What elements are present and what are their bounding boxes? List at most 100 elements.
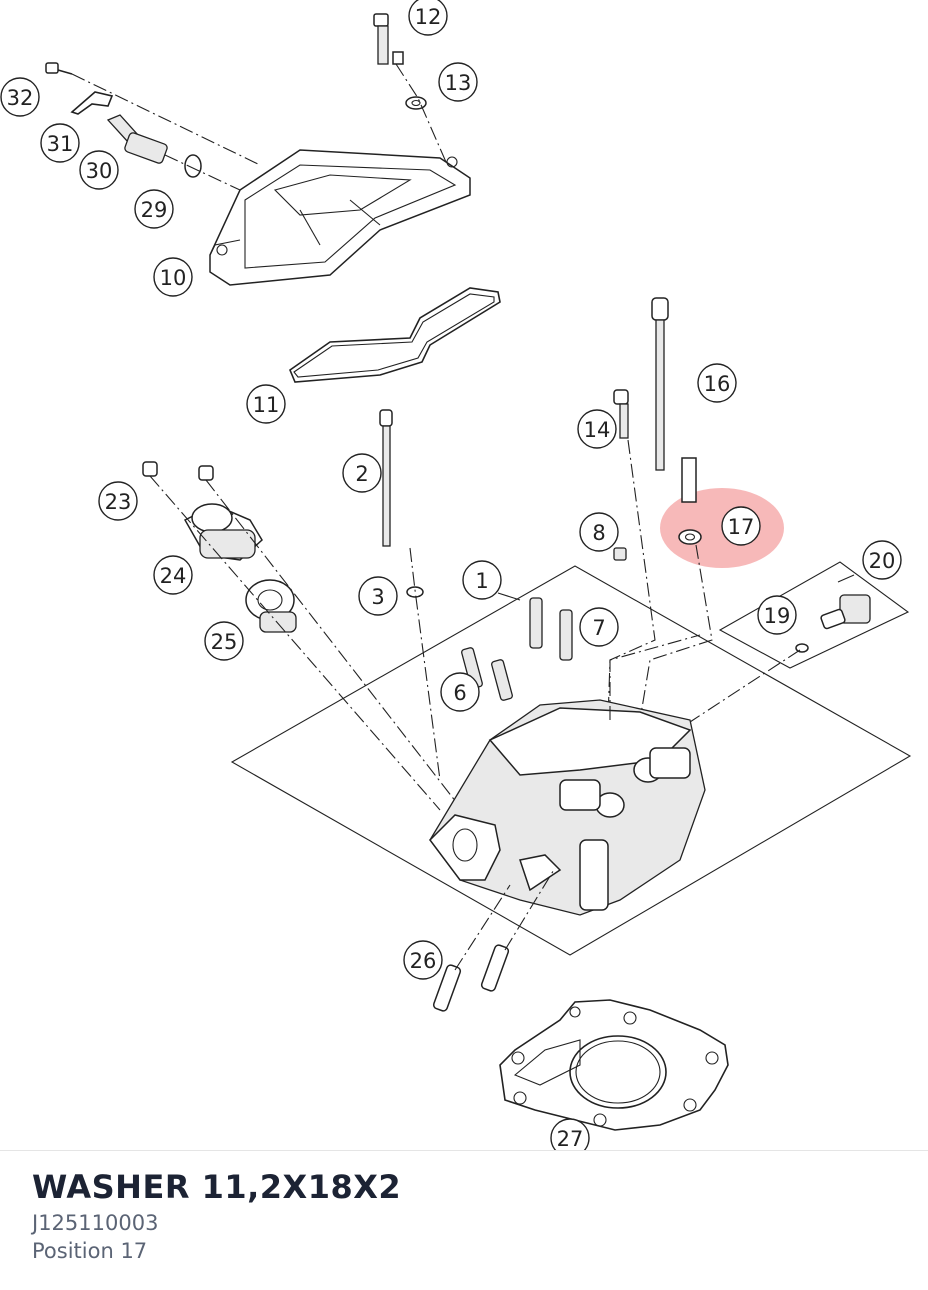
callout-19[interactable]: 19 [757, 595, 797, 635]
callout-2[interactable]: 2 [342, 453, 382, 493]
callout-6[interactable]: 6 [440, 672, 480, 712]
temperature-sensor-19[interactable] [795, 594, 871, 653]
callout-label: 30 [86, 159, 113, 183]
callout-13[interactable]: 13 [438, 62, 478, 102]
callout-27[interactable]: 27 [550, 1118, 590, 1150]
bolt-14[interactable] [613, 389, 629, 439]
callout-circle [98, 481, 138, 521]
callout-label: 2 [355, 462, 368, 486]
head-gasket-27[interactable] [499, 999, 729, 1131]
thermostat-bolts-23[interactable] [142, 461, 214, 481]
callout-circle [358, 576, 398, 616]
callout-label: 31 [47, 132, 74, 156]
callout-label: 29 [141, 198, 168, 222]
bolt-2[interactable] [379, 409, 393, 547]
callout-31[interactable]: 31 [40, 123, 80, 163]
washer-3[interactable] [406, 586, 424, 598]
callout-label: 32 [7, 86, 34, 110]
callout-label: 8 [592, 521, 605, 545]
callout-label: 1 [475, 569, 488, 593]
callout-circle [579, 607, 619, 647]
oring-29[interactable] [184, 154, 202, 178]
callout-label: 24 [160, 564, 187, 588]
callout-circle [721, 506, 761, 546]
callout-8[interactable]: 8 [579, 512, 619, 552]
callout-label: 14 [584, 418, 611, 442]
breather-fitting-31[interactable] [106, 114, 168, 164]
callout-label: 23 [105, 490, 132, 514]
callout-label: 27 [557, 1127, 584, 1150]
diagram-canvas: 1236781011121314161719202324252627293031… [0, 0, 912, 1150]
callout-label: 19 [764, 604, 791, 628]
callout-circle [462, 560, 502, 600]
callout-circle [79, 150, 119, 190]
callout-label: 3 [371, 585, 384, 609]
callout-label: 16 [704, 372, 731, 396]
washer-13[interactable] [405, 96, 427, 110]
callout-circle [438, 62, 478, 102]
part-number: J125110003 [32, 1211, 159, 1235]
bolt-16[interactable] [651, 297, 697, 503]
callout-circle [757, 595, 797, 635]
callout-14[interactable]: 14 [577, 409, 617, 449]
sensor-box-20[interactable] [718, 561, 910, 669]
cylinder-head-plane [230, 565, 912, 956]
valve-cover[interactable] [209, 149, 471, 286]
callout-label: 12 [415, 5, 442, 29]
valve-cover-gasket[interactable] [289, 287, 501, 383]
callout-3[interactable]: 3 [358, 576, 398, 616]
callout-12[interactable]: 12 [408, 0, 448, 36]
callout-23[interactable]: 23 [98, 481, 138, 521]
callout-circle [342, 453, 382, 493]
bolt-12[interactable] [373, 13, 404, 65]
part-title: WASHER 11,2X18X2 [32, 1168, 402, 1206]
callout-30[interactable]: 30 [79, 150, 119, 190]
callout-circle [697, 363, 737, 403]
callout-7[interactable]: 7 [579, 607, 619, 647]
callout-circle [403, 940, 443, 980]
callout-circle [134, 189, 174, 229]
callout-circle [579, 512, 619, 552]
callout-circle [440, 672, 480, 712]
callout-label: 10 [160, 266, 187, 290]
callout-circle [0, 77, 40, 117]
callout-10[interactable]: 10 [153, 257, 193, 297]
callout-circle [153, 555, 193, 595]
dowel-8[interactable] [613, 547, 627, 561]
callout-25[interactable]: 25 [204, 621, 244, 661]
thermostat-cover-24[interactable] [183, 503, 263, 561]
thermostat-25[interactable] [245, 579, 297, 633]
callout-26[interactable]: 26 [403, 940, 443, 980]
callout-circle [40, 123, 80, 163]
cylinder-head-1[interactable] [429, 699, 706, 916]
callout-label: 26 [410, 949, 437, 973]
callout-layer: 1236781011121314161719202324252627293031… [0, 0, 902, 1150]
callout-32[interactable]: 32 [0, 77, 40, 117]
divider [0, 1150, 928, 1151]
callout-label: 20 [869, 549, 896, 573]
part-position: Position 17 [32, 1239, 148, 1263]
callout-circle [550, 1118, 590, 1150]
callout-17[interactable]: 17 [721, 506, 761, 546]
callout-circle [577, 409, 617, 449]
callout-circle [153, 257, 193, 297]
callout-circle [408, 0, 448, 36]
callout-label: 13 [445, 71, 472, 95]
callout-circle [862, 540, 902, 580]
callout-label: 11 [253, 393, 280, 417]
dowel-pins-26[interactable] [432, 944, 510, 1012]
callout-label: 6 [453, 681, 466, 705]
callout-20[interactable]: 20 [862, 540, 902, 580]
callout-24[interactable]: 24 [153, 555, 193, 595]
valve-guides-7[interactable] [529, 597, 573, 661]
bracket-32[interactable] [45, 62, 114, 115]
callout-1[interactable]: 1 [462, 560, 502, 600]
callout-circle [204, 621, 244, 661]
part-info-panel: WASHER 11,2X18X2 J125110003 Position 17 [32, 1165, 401, 1265]
callout-11[interactable]: 11 [246, 384, 286, 424]
callout-16[interactable]: 16 [697, 363, 737, 403]
callout-29[interactable]: 29 [134, 189, 174, 229]
washer-17[interactable] [678, 529, 702, 545]
callout-circle [246, 384, 286, 424]
